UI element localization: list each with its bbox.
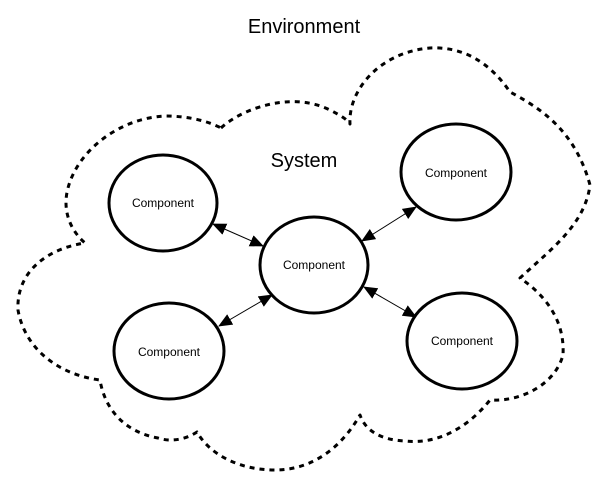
component-ellipse bbox=[107, 153, 219, 253]
connection-top-right-center bbox=[361, 206, 417, 242]
component-ellipse bbox=[405, 291, 519, 391]
component-top-right[interactable]: Component bbox=[399, 122, 513, 222]
component-label: Component bbox=[132, 196, 195, 210]
component-label: Component bbox=[283, 258, 346, 272]
component-bottom-left[interactable]: Component bbox=[112, 301, 226, 401]
component-label: Component bbox=[138, 345, 201, 359]
component-ellipse bbox=[399, 122, 513, 222]
component-top-left[interactable]: Component bbox=[107, 153, 219, 253]
connection-top-left-center bbox=[212, 223, 264, 247]
component-center[interactable]: Component bbox=[258, 215, 370, 315]
connection-bottom-right-center bbox=[363, 286, 417, 318]
component-label: Component bbox=[425, 166, 488, 180]
connection-bottom-left-center bbox=[218, 294, 273, 327]
component-ellipse bbox=[112, 301, 226, 401]
component-label: Component bbox=[431, 334, 494, 348]
environment-label: Environment bbox=[248, 16, 361, 38]
component-ellipse bbox=[258, 215, 370, 315]
system-label: System bbox=[271, 150, 338, 172]
component-bottom-right[interactable]: Component bbox=[405, 291, 519, 391]
